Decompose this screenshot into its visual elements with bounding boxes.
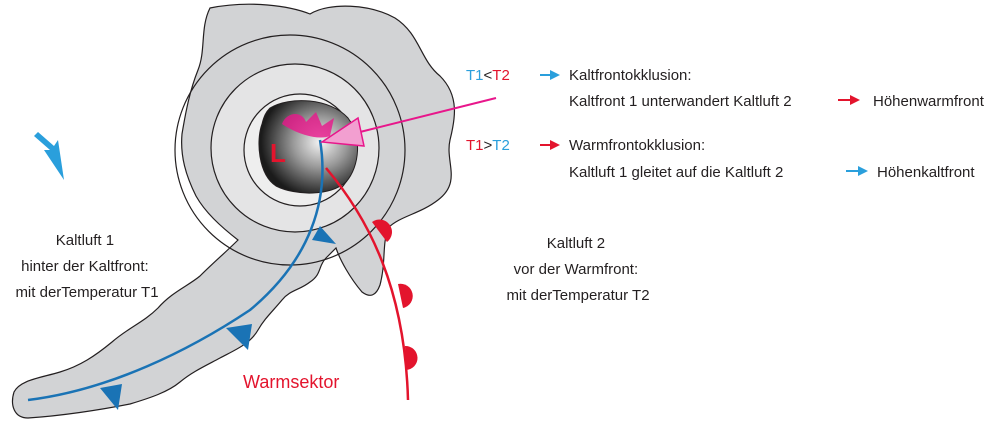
cold-occlusion-description: Kaltfront 1 unterwandert Kaltluft 2 xyxy=(569,93,792,110)
occlusion-front-symbols xyxy=(282,112,334,138)
cold-front-triangle xyxy=(312,226,336,244)
low-pressure-label: L xyxy=(270,138,286,168)
cold-front-triangle xyxy=(226,324,252,350)
cold-front-line xyxy=(27,139,324,402)
warm-occlusion-condition: T1>T2 xyxy=(466,137,510,154)
warm-occlusion-arrow-icon xyxy=(540,140,560,150)
cold-air-arrow-icon xyxy=(34,132,64,180)
cold-front-triangle xyxy=(100,384,122,410)
cold-air-1-label: Kaltluft 1 hinter der Kaltfront: mit der… xyxy=(15,232,158,301)
warm-occlusion-result: Höhenkaltfront xyxy=(877,164,975,181)
isobar-outer xyxy=(174,34,406,266)
warm-occlusion-result-arrow-icon xyxy=(846,166,868,176)
warm-occlusion-description: Kaltluft 1 gleitet auf die Kaltluft 2 xyxy=(569,164,783,181)
occlusion-pointer-head xyxy=(319,116,365,147)
cold-occlusion-result-arrow-icon xyxy=(838,95,860,105)
warm-front-semicircle xyxy=(405,345,418,370)
warm-front-line xyxy=(325,167,410,401)
warm-front-semicircle xyxy=(372,219,392,242)
cold-occlusion-title: Kaltfrontokklusion: xyxy=(569,67,692,84)
cold-air-2-label: Kaltluft 2 vor der Warmfront: mit derTem… xyxy=(506,235,649,304)
warm-sector-label: Warmsektor xyxy=(243,372,339,392)
occlusion-pointer-line xyxy=(359,97,497,133)
warm-front-semicircle xyxy=(398,283,413,308)
cold-occlusion-condition: T1<T2 xyxy=(466,67,510,84)
cold-occlusion-result: Höhenwarmfront xyxy=(873,93,985,110)
warm-occlusion-title: Warmfrontokklusion: xyxy=(569,137,705,154)
air-mass-cloud xyxy=(11,3,456,419)
cold-occlusion-arrow-icon xyxy=(540,70,560,80)
